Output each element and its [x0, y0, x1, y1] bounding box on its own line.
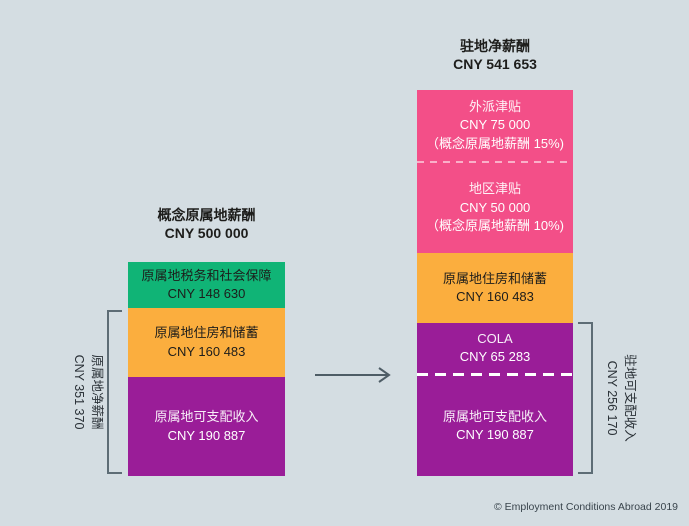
segment-home-housing-savings: 原属地住房和储蓄 CNY 160 483	[128, 308, 285, 377]
segment-host-housing-savings: 原属地住房和储蓄 CNY 160 483	[417, 253, 573, 323]
segment-label: 原属地税务和社会保障	[141, 267, 272, 283]
white-dashed-separator	[417, 373, 573, 376]
segment-label: 原属地可支配收入	[154, 409, 259, 425]
home-salary-title-text: 概念原属地薪酬	[157, 207, 256, 223]
segment-label: 原属地住房和储蓄	[154, 325, 259, 341]
segment-value: CNY 148 630	[167, 286, 246, 301]
segment-label: COLA	[477, 330, 513, 346]
home-salary-title: 概念原属地薪酬 CNY 500 000	[128, 206, 285, 243]
host-salary-bar: 外派津贴 CNY 75 000 （概念原属地薪酬 15%) 地区津贴 CNY 5…	[417, 90, 573, 476]
segment-label: 外派津贴	[468, 98, 521, 114]
segment-cola: COLA CNY 65 283	[460, 323, 531, 373]
host-disposable-text: 驻地可支配收入	[623, 354, 637, 442]
segment-value: CNY 50 000	[459, 199, 531, 215]
home-net-salary-amount: CNY 351 370	[72, 354, 87, 430]
segment-label: 原属地住房和储蓄	[442, 270, 547, 286]
segment-home-disposable-income: 原属地可支配收入 CNY 190 887	[128, 377, 285, 476]
home-salary-bar: 原属地税务和社会保障 CNY 148 630 原属地住房和储蓄 CNY 160 …	[128, 262, 285, 476]
home-net-salary-label: 原属地净薪酬 CNY 351 370	[69, 312, 105, 472]
copyright-notice: © Employment Conditions Abroad 2019	[493, 501, 678, 513]
segment-expat-allowance: 外派津贴 CNY 75 000 （概念原属地薪酬 15%)	[417, 90, 573, 161]
segment-host-disposable-income: 原属地可支配收入 CNY 190 887	[443, 376, 547, 476]
transition-arrow-icon	[315, 367, 391, 383]
segment-location-allowance: 地区津贴 CNY 50 000 （概念原属地薪酬 10%)	[417, 163, 573, 253]
segment-value: CNY 190 887	[167, 427, 246, 443]
host-salary-title-amount: CNY 541 653	[453, 56, 537, 73]
segment-value: CNY 75 000	[459, 117, 531, 133]
host-salary-title-text: 驻地净薪酬	[460, 38, 530, 54]
segment-value: CNY 160 483	[456, 289, 534, 304]
segment-label: 原属地可支配收入	[442, 408, 547, 424]
pink-dashed-separator	[417, 161, 573, 163]
segment-value: CNY 190 887	[456, 427, 534, 442]
segment-note: （概念原属地薪酬 10%)	[426, 218, 564, 234]
host-disposable-amount: CNY 256 170	[605, 360, 620, 436]
segment-label: 地区津贴	[468, 181, 521, 197]
segment-home-tax-social: 原属地税务和社会保障 CNY 148 630	[128, 262, 285, 308]
home-salary-title-amount: CNY 500 000	[164, 225, 249, 242]
segment-note: （概念原属地薪酬 15%)	[426, 135, 564, 151]
segment-value: CNY 65 283	[459, 349, 531, 364]
host-salary-title: 驻地净薪酬 CNY 541 653	[417, 37, 573, 74]
host-disposable-label: 驻地可支配收入 CNY 256 170	[602, 318, 638, 478]
segment-value: CNY 160 483	[167, 343, 246, 359]
home-net-salary-text: 原属地净薪酬	[90, 354, 104, 430]
host-disposable-bracket	[578, 322, 593, 474]
segment-host-purple-block: COLA CNY 65 283 原属地可支配收入 CNY 190 887	[417, 323, 573, 476]
home-net-salary-bracket	[107, 310, 122, 474]
